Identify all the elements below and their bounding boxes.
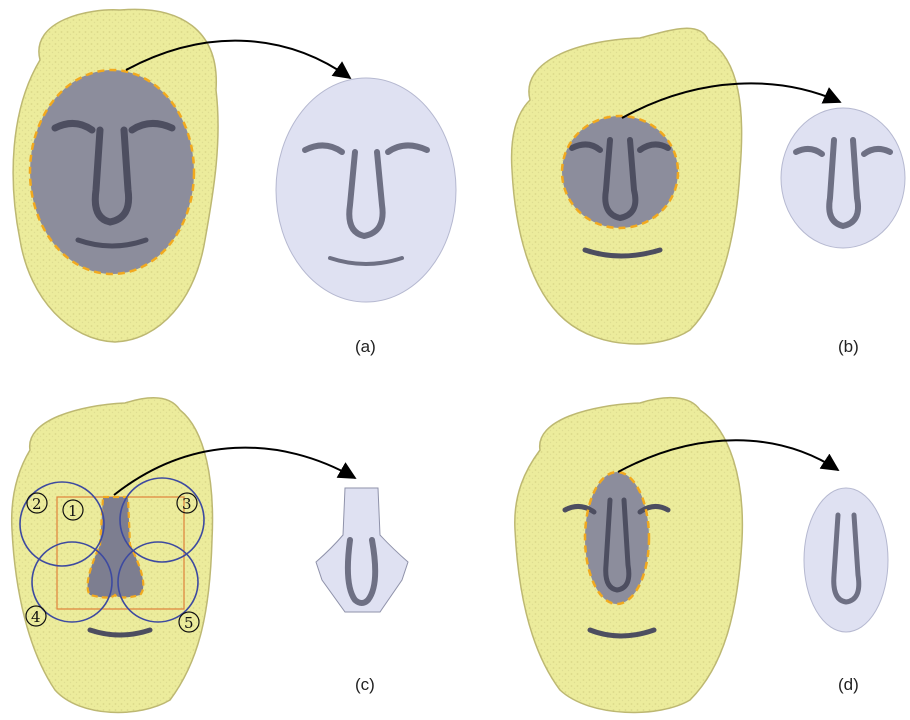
svg-text:4: 4 <box>31 608 41 626</box>
extracted-region-a <box>276 78 456 302</box>
panel-b: (b) <box>512 28 905 356</box>
svg-text:1: 1 <box>68 502 78 520</box>
panel-label-d: (d) <box>838 675 859 694</box>
panel-label-c: (c) <box>355 675 375 694</box>
panel-c: 1 2 3 4 5 (c) <box>12 398 408 713</box>
panel-label-a: (a) <box>355 337 376 356</box>
panel-label-b: (b) <box>838 337 859 356</box>
panel-a: (a) <box>13 9 456 356</box>
extracted-region-d <box>804 488 888 632</box>
svg-text:3: 3 <box>182 495 192 513</box>
svg-text:2: 2 <box>32 495 42 513</box>
extracted-region-c <box>316 488 408 612</box>
svg-text:5: 5 <box>184 614 194 632</box>
panel-d: (d) <box>515 398 888 713</box>
